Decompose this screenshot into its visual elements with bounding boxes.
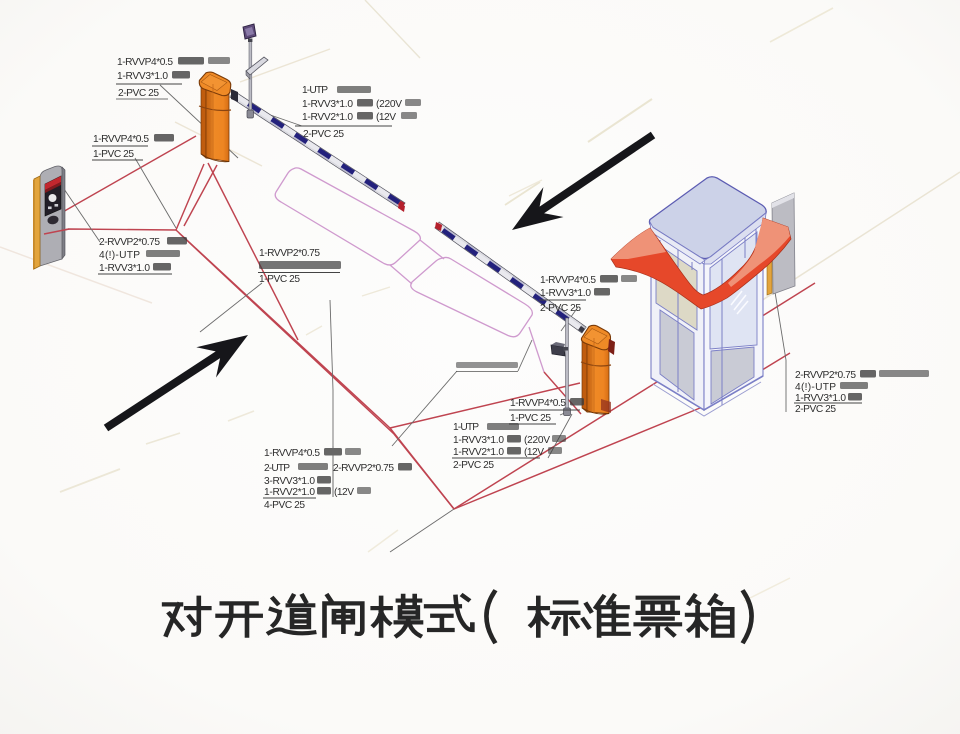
svg-text:1-RVVP4*0.5: 1-RVVP4*0.5 <box>264 448 320 459</box>
svg-text:2-RVVP2*0.75: 2-RVVP2*0.75 <box>99 237 160 248</box>
svg-text:1-RVVP4*0.5: 1-RVVP4*0.5 <box>540 275 596 286</box>
svg-text:(220V: (220V <box>524 435 550 446</box>
svg-text:2-UTP: 2-UTP <box>264 463 290 474</box>
svg-text:4-PVC 25: 4-PVC 25 <box>264 500 305 511</box>
svg-text:4(!)-UTP: 4(!)-UTP <box>99 250 140 261</box>
svg-text:(12V: (12V <box>334 487 354 498</box>
svg-text:(12V: (12V <box>524 447 544 458</box>
svg-text:2-RVVP2*0.75: 2-RVVP2*0.75 <box>795 370 856 381</box>
svg-text:3-RVV3*1.0: 3-RVV3*1.0 <box>264 476 315 487</box>
svg-text:1-RVVP4*0.5: 1-RVVP4*0.5 <box>117 57 173 68</box>
svg-text:1-UTP: 1-UTP <box>453 422 479 433</box>
svg-text:1-PVC 25: 1-PVC 25 <box>259 274 300 285</box>
svg-text:4(!)-UTP: 4(!)-UTP <box>795 382 836 393</box>
svg-text:2-PVC 25: 2-PVC 25 <box>453 460 494 471</box>
svg-text:2-PVC 25: 2-PVC 25 <box>540 303 581 314</box>
svg-text:2-PVC 25: 2-PVC 25 <box>303 129 344 140</box>
svg-text:1-RVV2*1.0: 1-RVV2*1.0 <box>264 487 315 498</box>
svg-text:1-UTP: 1-UTP <box>302 85 328 96</box>
svg-text:1-RVVP4*0.5: 1-RVVP4*0.5 <box>510 398 566 409</box>
svg-text:1-RVV3*1.0: 1-RVV3*1.0 <box>99 263 150 274</box>
svg-text:1-RVV3*1.0: 1-RVV3*1.0 <box>795 393 846 404</box>
svg-text:(12V: (12V <box>376 112 396 123</box>
svg-text:(220V: (220V <box>376 99 402 110</box>
svg-text:1-RVV2*1.0: 1-RVV2*1.0 <box>302 112 353 123</box>
svg-text:2-PVC 25: 2-PVC 25 <box>118 88 159 99</box>
svg-text:1-RVV2*1.0: 1-RVV2*1.0 <box>453 447 504 458</box>
svg-text:2-RVVP2*0.75: 2-RVVP2*0.75 <box>333 463 394 474</box>
svg-text:1-RVVP4*0.5: 1-RVVP4*0.5 <box>93 134 149 145</box>
svg-text:1-RVV3*1.0: 1-RVV3*1.0 <box>117 71 168 82</box>
svg-text:1-PVC 25: 1-PVC 25 <box>510 413 551 424</box>
svg-text:1-PVC 25: 1-PVC 25 <box>93 149 134 160</box>
svg-text:1-RVV3*1.0: 1-RVV3*1.0 <box>453 435 504 446</box>
svg-text:1-RVV3*1.0: 1-RVV3*1.0 <box>302 99 353 110</box>
svg-text:1-RVVP2*0.75: 1-RVVP2*0.75 <box>259 248 320 259</box>
svg-text:2-PVC 25: 2-PVC 25 <box>795 404 836 415</box>
svg-text:1-RVV3*1.0: 1-RVV3*1.0 <box>540 288 591 299</box>
